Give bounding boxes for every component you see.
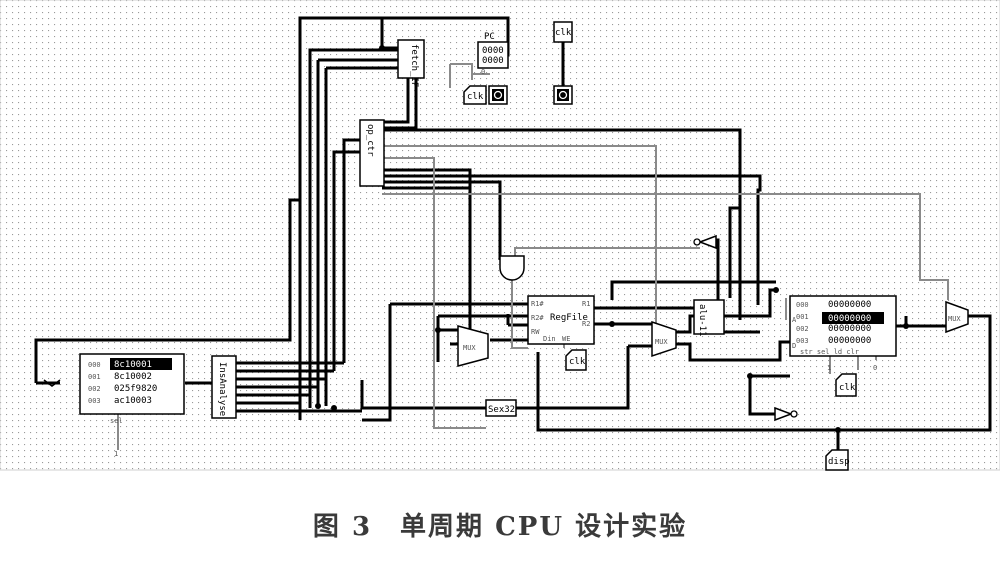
ram-str-value: 1 — [827, 364, 831, 372]
wires-secondary — [117, 63, 949, 450]
ram-value-0: 00000000 — [828, 300, 871, 310]
regfile-port-r1: R1 — [582, 300, 590, 308]
ins-analyse-label: InsAnalyse — [217, 362, 227, 416]
ram-clk-pin[interactable]: clk — [835, 373, 857, 397]
mux-memtoreg-label: MUX — [948, 315, 961, 323]
alu: alu-11 — [693, 299, 725, 337]
rom-addr-1: 001 — [88, 373, 101, 381]
instruction-rom: 000 001 002 003 8c10001 8c10002 025f9820… — [79, 353, 185, 458]
ram-clr-value: 0 — [873, 364, 877, 372]
rom-sel-label: sel — [110, 417, 123, 425]
svg-text:0: 0 — [481, 68, 485, 76]
register-file: R1# R2# RW Din WE R1 R2 RegFile — [527, 295, 595, 345]
instruction-analyser: InsAnalyse — [211, 355, 237, 419]
mux-regdst: MUX — [457, 325, 489, 367]
and-gate — [499, 255, 525, 281]
pc-value-high: 0000 — [482, 46, 504, 56]
mux-regdst-label: MUX — [463, 344, 476, 352]
pc-register: PC 0000 0000 0 — [477, 32, 509, 76]
regfile-port-we: WE — [562, 335, 570, 343]
ram-addr-0: 000 — [796, 301, 809, 309]
rom-input-tunnel — [43, 379, 61, 387]
rom-value-3: ac10003 — [114, 396, 152, 406]
fetch-unit: fetch_IF — [397, 39, 425, 87]
regfile-clk-label: clk — [569, 357, 586, 367]
regfile-port-rw: RW — [531, 328, 540, 336]
sign-extender: Sex32 — [485, 399, 517, 417]
display-output[interactable]: disp — [825, 449, 850, 471]
wires-main — [34, 16, 992, 450]
data-ram: 000 001 002 003 00000000 00000000 000000… — [789, 295, 897, 372]
rom-addr-2: 002 — [88, 385, 101, 393]
sign-extender-label: Sex32 — [488, 405, 515, 415]
regfile-port-r2: R2 — [582, 320, 590, 328]
rom-value-2: 025f9820 — [114, 384, 157, 394]
pc-clk-label: clk — [467, 92, 484, 102]
display-label: disp — [828, 457, 850, 467]
ram-value-2: 00000000 — [828, 324, 871, 334]
regfile-port-r1addr: R1# — [531, 300, 544, 308]
fetch-label: fetch_IF — [409, 44, 419, 87]
figure-caption: 图 3 单周期 CPU 设计实验 — [312, 512, 688, 542]
ram-addr-1: 001 — [796, 313, 809, 321]
op-ctrl-label: op_ctr — [365, 124, 375, 157]
rom-value-0: 8c10001 — [114, 360, 152, 370]
ram-addr-2: 002 — [796, 325, 809, 333]
ram-pin-a: A — [792, 316, 797, 324]
ram-pin-d: D — [792, 342, 796, 350]
alu-label: alu-11 — [697, 304, 707, 337]
regfile-label: RegFile — [550, 313, 588, 323]
clock-source[interactable]: clk — [553, 21, 573, 105]
regfile-port-din: Din — [543, 335, 556, 343]
ram-value-3: 00000000 — [828, 336, 871, 346]
rom-sel-value: 1 — [114, 450, 118, 458]
regfile-port-r2addr: R2# — [531, 314, 544, 322]
mux-memtoreg: MUX — [945, 300, 969, 334]
wire-junctions — [315, 45, 909, 433]
pc-value-low: 0000 — [482, 56, 504, 66]
ram-control-labels: str sel ld clr — [800, 348, 859, 356]
pc-reset-button[interactable] — [488, 85, 508, 105]
rom-selected-row — [110, 358, 172, 370]
pc-clk-pin[interactable]: clk — [463, 85, 487, 105]
op-control-unit: op_ctr — [359, 119, 385, 187]
clock-label: clk — [555, 28, 572, 38]
ram-addr-3: 003 — [796, 337, 809, 345]
not-gate-top — [693, 234, 717, 250]
ram-selected-row — [822, 312, 884, 324]
rom-value-1: 8c10002 — [114, 372, 152, 382]
ram-value-1: 00000000 — [828, 314, 871, 324]
mux-alusrc: MUX — [651, 320, 677, 358]
mux-alusrc-label: MUX — [655, 338, 668, 346]
regfile-clk-pin[interactable]: clk — [565, 349, 587, 371]
rom-addr-3: 003 — [88, 397, 101, 405]
rom-addr-0: 000 — [88, 361, 101, 369]
ram-clk-label: clk — [839, 383, 856, 393]
not-gate-bottom — [774, 406, 798, 422]
pc-label: PC — [484, 32, 495, 42]
